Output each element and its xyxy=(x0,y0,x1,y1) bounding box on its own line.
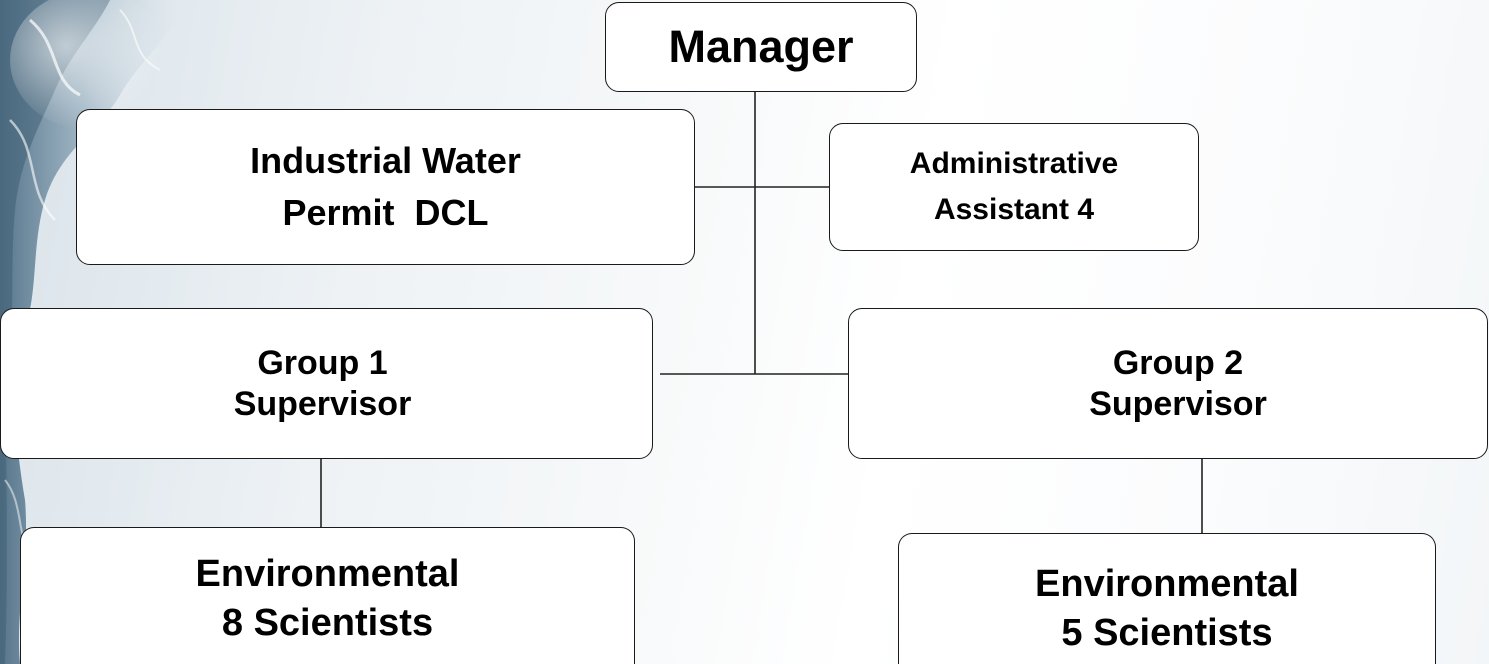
admin-label-line1: Administrative xyxy=(909,146,1119,180)
industrial-water-permit-box: Industrial Water Permit DCL xyxy=(76,109,695,265)
group1-environmental-scientists-box: Environmental 8 Scientists xyxy=(20,527,635,664)
admin-label-line2: Assistant 4 xyxy=(933,193,1095,226)
industrial-water-label-line1: Industrial Water xyxy=(250,139,521,181)
group2-label-line2: Supervisor xyxy=(1089,384,1267,423)
group1-label-line1: Group 1 xyxy=(257,344,388,383)
group1-staff-label-line2: 8 Scientists xyxy=(221,601,434,644)
manager-label: Manager xyxy=(668,21,854,73)
group1-supervisor-box: Group 1 Supervisor xyxy=(0,308,653,459)
group1-label-line2: Supervisor xyxy=(233,384,412,423)
group2-supervisor-box: Group 2 Supervisor xyxy=(848,308,1488,459)
group2-staff-label-line2: 5 Scientists xyxy=(1061,611,1273,654)
administrative-assistant-box: Administrative Assistant 4 xyxy=(829,123,1199,251)
group1-staff-label-line1: Environmental xyxy=(195,553,460,595)
manager-box: Manager xyxy=(605,2,917,92)
group2-label-line1: Group 2 xyxy=(1112,344,1244,383)
industrial-water-label-line2: Permit DCL xyxy=(282,192,489,233)
group2-staff-label-line1: Environmental xyxy=(1035,563,1299,605)
group2-environmental-scientists-box: Environmental 5 Scientists xyxy=(898,533,1436,664)
